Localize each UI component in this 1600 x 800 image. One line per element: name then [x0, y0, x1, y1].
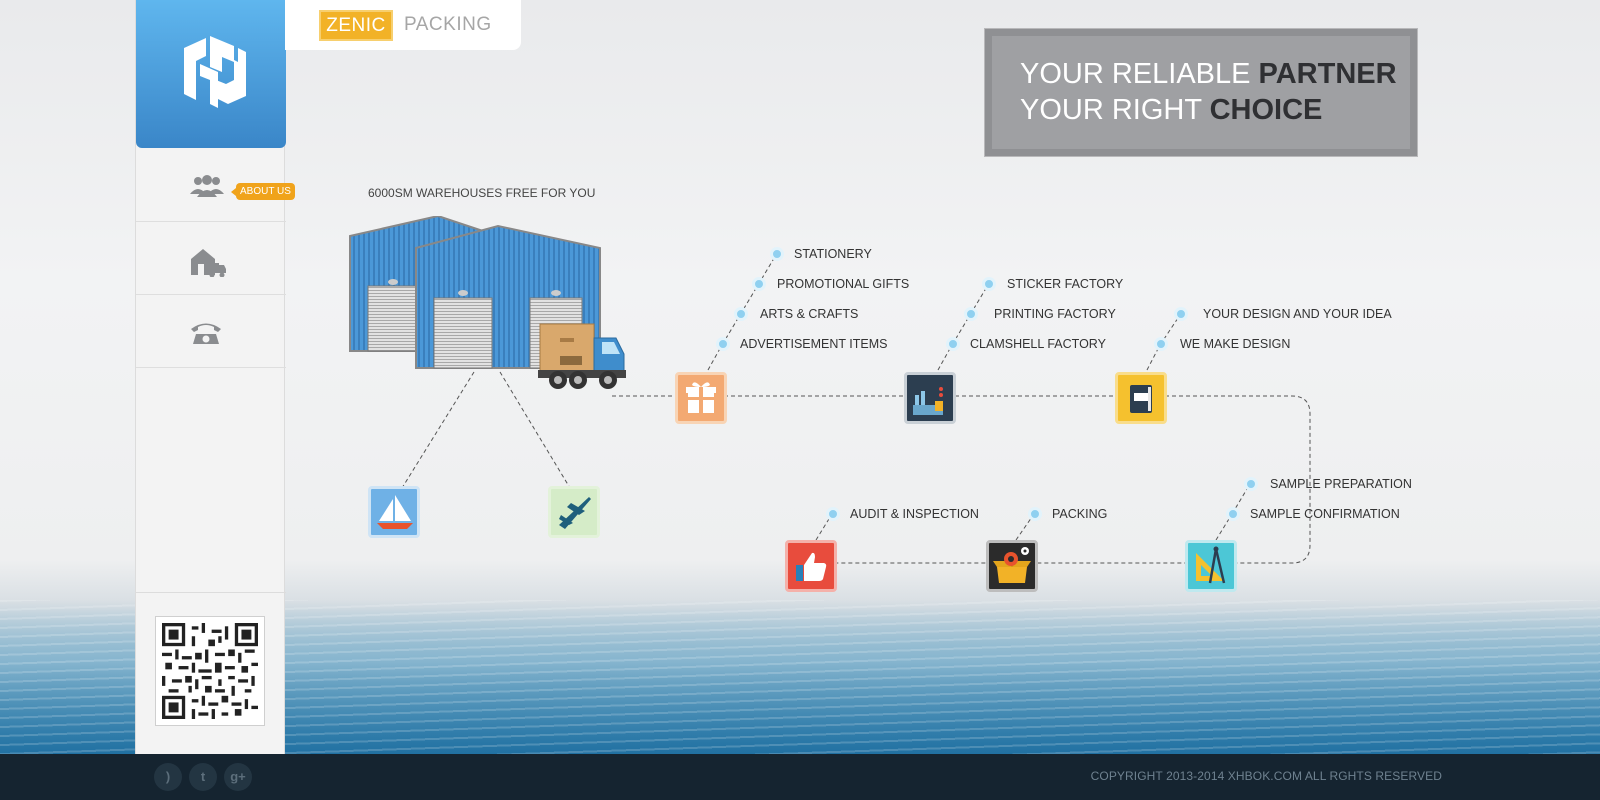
slogan-line-2-bold: CHOICE [1209, 94, 1323, 126]
list-dot [770, 247, 784, 261]
label-promotional-gifts: PROMOTIONAL GIFTS [777, 277, 910, 291]
factory-icon [913, 387, 943, 415]
sidebar-item-contact[interactable] [136, 296, 286, 368]
label-advertisement-items: ADVERTISEMENT ITEMS [740, 337, 888, 351]
list-dot [1028, 507, 1042, 521]
design-tile [1115, 372, 1167, 424]
sample-tile [1185, 540, 1237, 592]
sidebar-item-services[interactable] [136, 223, 286, 295]
google-plus-icon[interactable]: g+ [224, 763, 252, 791]
slogan-line-2: YOUR RIGHT CHOICE [1020, 94, 1322, 127]
label-packing: PACKING [1052, 507, 1108, 521]
label-arts-crafts: ARTS & CRAFTS [760, 307, 859, 321]
list-dot [1226, 507, 1240, 521]
label-sticker-factory: STICKER FACTORY [1007, 277, 1124, 291]
packing-tile [986, 540, 1038, 592]
factory-tile [904, 372, 956, 424]
label-sample-confirmation: SAMPLE CONFIRMATION [1250, 507, 1400, 521]
sailboat-icon [377, 495, 413, 529]
label-audit-inspection: AUDIT & INSPECTION [850, 507, 979, 521]
list-dot [1244, 477, 1258, 491]
label-stationery: STATIONERY [794, 247, 872, 261]
plane-tile [548, 486, 600, 538]
about-us-badge[interactable]: ABOUT US [231, 183, 295, 200]
sidebar-item-about[interactable]: ABOUT US [136, 150, 295, 222]
rss-icon[interactable]: ) [154, 763, 182, 791]
ruler-compass-icon [1196, 546, 1226, 584]
list-dot [964, 307, 978, 321]
list-dot [734, 307, 748, 321]
logo[interactable] [136, 0, 286, 148]
list-dot [1154, 337, 1168, 351]
audit-tile [785, 540, 837, 592]
thumbs-up-icon [796, 552, 827, 581]
brand-primary: ZENIC [319, 10, 393, 41]
list-dot [716, 337, 730, 351]
list-dot [752, 277, 766, 291]
label-clamshell-factory: CLAMSHELL FACTORY [970, 337, 1106, 351]
users-icon [190, 175, 224, 197]
airplane-icon [559, 497, 591, 529]
warehouse-illustration [349, 216, 626, 389]
label-your-design: YOUR DESIGN AND YOUR IDEA [1203, 307, 1392, 321]
warehouse-caption: 6000SM WAREHOUSES FREE FOR YOU [368, 186, 596, 200]
list-dot [826, 507, 840, 521]
gift-tile [675, 372, 727, 424]
sidebar-divider [136, 592, 286, 593]
slogan-banner: YOUR RELIABLE PARTNER YOUR RIGHT CHOICE [985, 29, 1417, 156]
slogan-line-1-light: YOUR RELIABLE [1020, 58, 1259, 90]
gift-icon [686, 382, 716, 413]
sidebar: ABOUT US [135, 0, 295, 754]
box-gear-icon [993, 547, 1031, 583]
footer: COPYRIGHT 2013-2014 XHBOK.COM ALL RGHTS … [0, 754, 1600, 800]
qr-code [155, 616, 265, 726]
list-dot [946, 337, 960, 351]
twitter-icon[interactable]: t [189, 763, 217, 791]
copyright-text: COPYRIGHT 2013-2014 XHBOK.COM ALL RGHTS … [1090, 769, 1442, 783]
cube-logo-icon [184, 36, 246, 108]
notebook-icon [1130, 385, 1152, 413]
label-sample-preparation: SAMPLE PREPARATION [1270, 477, 1412, 491]
brand-secondary: PACKING [404, 14, 492, 35]
brand-tab[interactable]: ZENIC PACKING [285, 0, 521, 50]
ship-tile [368, 486, 420, 538]
list-dot [1174, 307, 1188, 321]
list-dot [982, 277, 996, 291]
slogan-line-1: YOUR RELIABLE PARTNER [1020, 58, 1397, 91]
label-we-make-design: WE MAKE DESIGN [1180, 337, 1291, 351]
slogan-line-2-light: YOUR RIGHT [1020, 94, 1210, 126]
telephone-icon [191, 323, 221, 344]
warehouse-truck-icon [191, 249, 226, 277]
qr-code-icon [162, 623, 258, 719]
label-printing-factory: PRINTING FACTORY [994, 307, 1116, 321]
slogan-line-1-bold: PARTNER [1258, 58, 1397, 90]
